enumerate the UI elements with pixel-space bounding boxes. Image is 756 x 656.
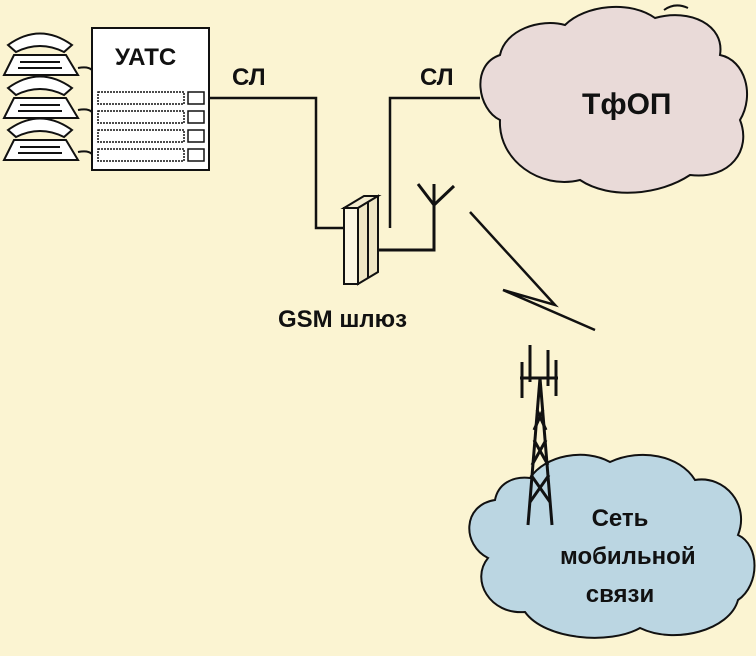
- antenna-feed-line: [375, 208, 436, 252]
- pbx-label: УАТС: [115, 44, 177, 71]
- trunk-line-pbx-gateway: [209, 96, 345, 230]
- mobile-network-label: Сеть мобильной связи: [560, 505, 696, 608]
- telephone-icon: [2, 117, 93, 161]
- gsm-gateway-device: [340, 194, 382, 286]
- trunk-label-left: СЛ: [232, 64, 266, 91]
- telephone-icon: [2, 32, 93, 76]
- pbx-board-row: [97, 91, 205, 162]
- pbx-cabinet: [91, 27, 210, 171]
- cloud-edge-mark: [663, 4, 689, 11]
- gsm-gateway-label: GSM шлюз: [278, 306, 408, 333]
- cell-tower-icon: [520, 345, 558, 526]
- lightning-link-icon: [469, 211, 596, 332]
- trunk-label-right: СЛ: [420, 64, 454, 91]
- pstn-cloud: [479, 5, 749, 194]
- telephone-icon: [2, 75, 93, 119]
- antenna-icon: [416, 183, 456, 208]
- pstn-label: ТфОП: [582, 88, 672, 121]
- mobile-network-cloud: [468, 453, 756, 639]
- trunk-line-gateway-pstn: [388, 96, 480, 228]
